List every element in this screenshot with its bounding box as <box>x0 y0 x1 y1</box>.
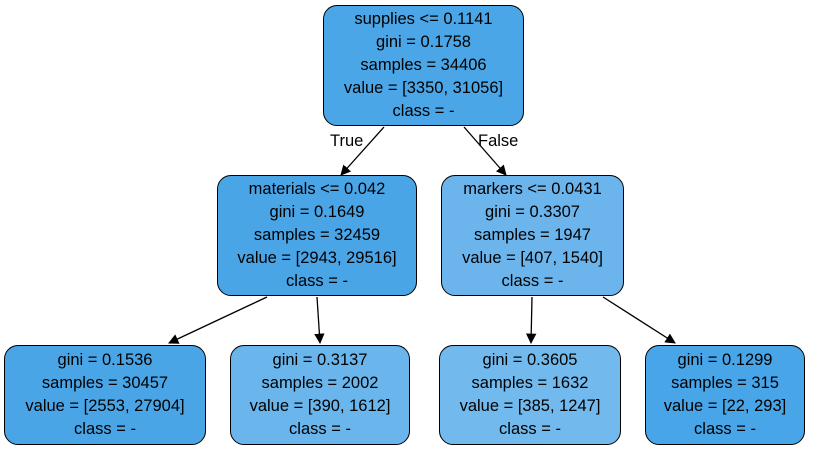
node-class: class = - <box>501 272 564 290</box>
edge-left-leaf-1 <box>168 296 268 344</box>
tree-leaf-3: gini = 0.3605 samples = 1632 value = [38… <box>439 345 621 445</box>
tree-node-root: supplies <= 0.1141 gini = 0.1758 samples… <box>323 5 524 126</box>
node-class: class = - <box>694 420 756 438</box>
node-samples: samples = 34406 <box>360 56 487 74</box>
node-samples: samples = 1632 <box>471 374 589 392</box>
node-gini: gini = 0.1536 <box>57 351 153 369</box>
node-value: value = [385, 1247] <box>459 397 601 415</box>
node-class: class = - <box>74 420 136 438</box>
node-value: value = [3350, 31056] <box>343 79 504 97</box>
node-class: class = - <box>392 102 455 120</box>
edge-root-right <box>463 126 507 176</box>
edge-root-left <box>340 126 385 176</box>
node-gini: gini = 0.3605 <box>482 351 578 369</box>
node-gini: gini = 0.3307 <box>485 203 580 221</box>
edge-label-true: True <box>330 132 364 150</box>
node-value: value = [407, 1540] <box>462 249 603 267</box>
node-value: value = [390, 1612] <box>249 397 391 415</box>
node-split-condition: markers <= 0.0431 <box>463 180 602 198</box>
edge-right-leaf-4 <box>602 296 676 344</box>
tree-leaf-4: gini = 0.1299 samples = 315 value = [22,… <box>645 345 805 445</box>
node-samples: samples = 1947 <box>474 226 591 244</box>
node-gini: gini = 0.1758 <box>376 33 471 51</box>
node-split-condition: supplies <= 0.1141 <box>354 10 493 28</box>
node-class: class = - <box>289 420 351 438</box>
tree-node-right: markers <= 0.0431 gini = 0.3307 samples … <box>441 175 624 296</box>
node-samples: samples = 32459 <box>253 226 381 244</box>
node-samples: samples = 2002 <box>261 374 379 392</box>
node-value: value = [22, 293] <box>663 397 787 415</box>
node-value: value = [2943, 29516] <box>237 249 397 267</box>
node-value: value = [2553, 27904] <box>25 397 185 415</box>
tree-leaf-2: gini = 0.3137 samples = 2002 value = [39… <box>230 345 410 445</box>
edge-right-leaf-3 <box>526 296 537 345</box>
tree-node-left: materials <= 0.042 gini = 0.1649 samples… <box>217 175 417 296</box>
node-samples: samples = 315 <box>671 374 779 392</box>
tree-leaf-1: gini = 0.1536 samples = 30457 value = [2… <box>4 345 206 445</box>
node-class: class = - <box>499 420 561 438</box>
node-class: class = - <box>286 272 348 290</box>
node-gini: gini = 0.1299 <box>677 351 773 369</box>
node-gini: gini = 0.1649 <box>269 203 365 221</box>
edge-label-false: False <box>478 132 519 150</box>
node-split-condition: materials <= 0.042 <box>248 180 386 198</box>
node-samples: samples = 30457 <box>41 374 169 392</box>
node-gini: gini = 0.3137 <box>272 351 368 369</box>
edge-left-leaf-2 <box>314 296 325 345</box>
